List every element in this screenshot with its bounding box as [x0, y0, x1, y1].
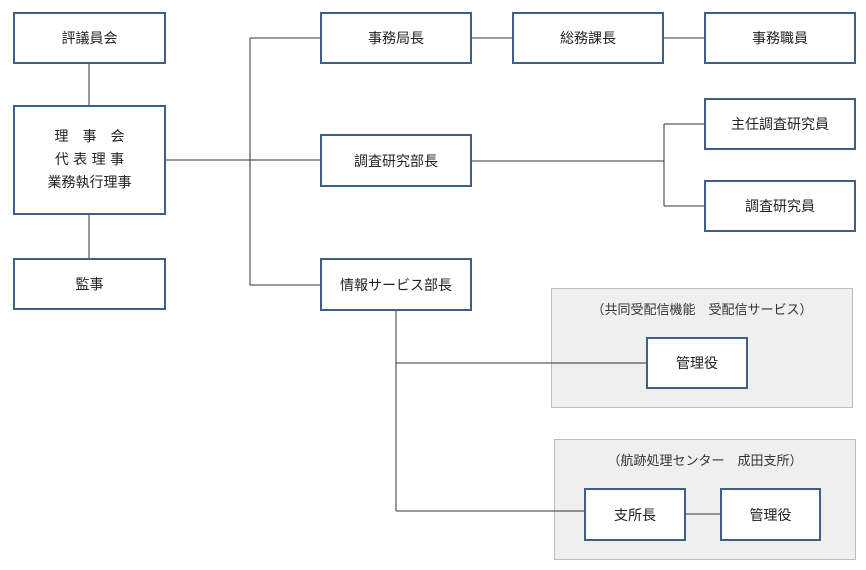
- node-research-director: 調査研究部長: [320, 134, 472, 187]
- node-manager-shared: 管理役: [646, 337, 748, 389]
- group-narita-branch-label: （航跡処理センター 成田支所）: [607, 454, 803, 469]
- node-manager-narita: 管理役: [720, 488, 821, 541]
- node-board: 理 事 会 代 表 理 事 業務執行理事: [13, 105, 166, 215]
- node-info-services-director: 情報サービス部長: [320, 258, 472, 311]
- node-general-affairs-manager: 総務課長: [512, 12, 664, 64]
- node-branch-manager: 支所長: [584, 488, 686, 541]
- node-council: 評議員会: [13, 12, 166, 64]
- node-board-line2: 代 表 理 事: [54, 152, 125, 168]
- node-researcher: 調査研究員: [704, 180, 856, 232]
- node-board-line3: 業務執行理事: [47, 175, 132, 191]
- node-office-staff: 事務職員: [704, 12, 856, 64]
- group-shared-reception-label: （共同受配信機能 受配信サービス）: [591, 303, 813, 318]
- node-secretary-general: 事務局長: [320, 12, 472, 64]
- node-auditor: 監事: [13, 258, 166, 310]
- node-board-line1: 理 事 会: [54, 129, 125, 145]
- node-chief-researcher: 主任調査研究員: [704, 98, 856, 150]
